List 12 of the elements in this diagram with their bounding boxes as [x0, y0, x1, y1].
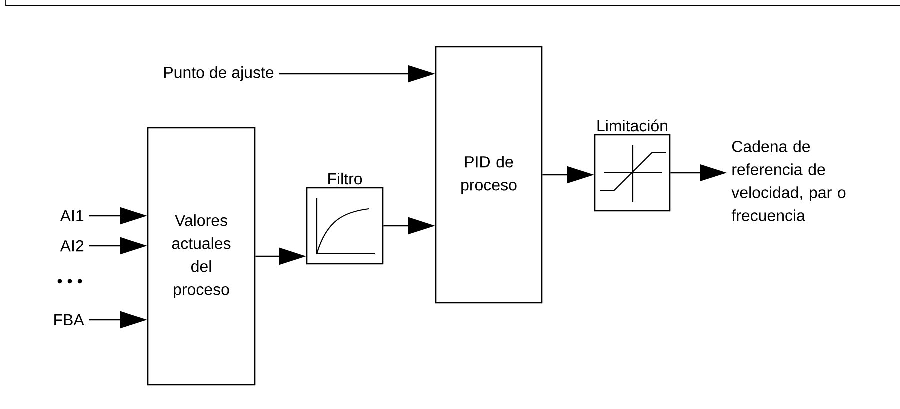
function-box: Filtro: [306, 172, 384, 265]
node-label: Filtro: [328, 172, 362, 185]
ellipsis-label: • • •: [58, 279, 82, 284]
function-box: Limitación: [594, 120, 671, 212]
process-box: Valores actuales del proceso: [147, 127, 256, 386]
process-box: PID de proceso: [435, 46, 543, 304]
input-label: AI1: [60, 210, 84, 222]
input-label: AI2: [60, 240, 84, 252]
output-label: Cadena de referencia de velocidad, par o frecuencia: [732, 140, 846, 222]
node-label: Limitación: [598, 120, 668, 132]
input-label: FBA: [54, 314, 84, 326]
input-label: Punto de ajuste: [164, 66, 274, 82]
